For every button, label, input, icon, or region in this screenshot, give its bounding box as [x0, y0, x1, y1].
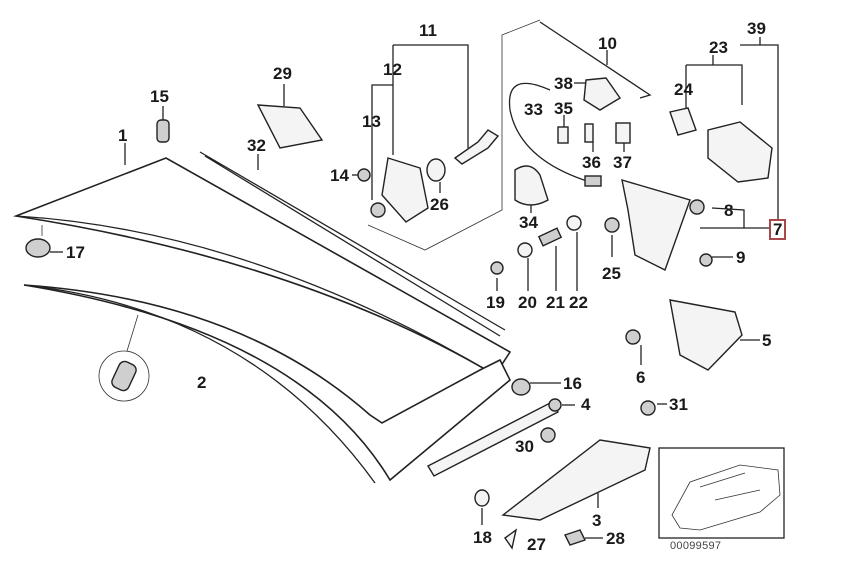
part-label-3[interactable]: 3	[592, 511, 602, 530]
clip-36-icon[interactable]	[584, 123, 594, 143]
lock-cylinder-icon[interactable]	[370, 202, 386, 218]
spacer-22-icon[interactable]	[566, 215, 582, 231]
part-label-4[interactable]: 4	[581, 395, 591, 414]
part-label-35[interactable]: 35	[554, 99, 573, 118]
latch-cover-icon[interactable]	[669, 299, 743, 371]
nut-icon[interactable]	[357, 168, 371, 182]
clip-detail-circle[interactable]	[98, 350, 150, 402]
part-label-28[interactable]: 28	[606, 529, 625, 548]
part-label-12[interactable]: 12	[383, 60, 402, 79]
part-label-26[interactable]: 26	[430, 195, 449, 214]
part-label-14[interactable]: 14	[330, 166, 349, 185]
part-label-10[interactable]: 10	[598, 34, 617, 53]
clamp-28-icon[interactable]	[564, 529, 586, 546]
part-label-27[interactable]: 27	[527, 535, 546, 554]
rod-shape[interactable]	[539, 21, 652, 99]
vehicle-thumbnail-frame[interactable]	[658, 447, 785, 539]
part-label-2[interactable]: 2	[197, 373, 207, 392]
part-label-38[interactable]: 38	[554, 74, 573, 93]
lock-latch-icon[interactable]	[621, 179, 691, 271]
bracket-icon[interactable]	[583, 77, 622, 111]
screw-25-icon[interactable]	[604, 217, 620, 233]
ring-icon[interactable]	[426, 158, 446, 182]
panel-edge	[23, 284, 376, 484]
washer-20-icon[interactable]	[517, 242, 533, 258]
part-label-18[interactable]: 18	[473, 528, 492, 547]
lock-housing-icon[interactable]	[381, 157, 429, 223]
cable-shape[interactable]	[508, 82, 591, 183]
part-label-16[interactable]: 16	[563, 374, 582, 393]
part-label-22[interactable]: 22	[569, 293, 588, 312]
torsion-bar-icon[interactable]	[427, 401, 559, 477]
clip-16-icon[interactable]	[511, 378, 531, 396]
bolt-21-icon[interactable]	[537, 227, 563, 247]
part-label-21[interactable]: 21	[546, 293, 565, 312]
part-label-36[interactable]: 36	[582, 153, 601, 172]
key-icon[interactable]	[453, 129, 500, 165]
part-label-8[interactable]: 8	[724, 201, 734, 220]
part-label-7-highlighted[interactable]: 7	[769, 219, 787, 240]
rubber-buffer-icon[interactable]	[25, 238, 51, 258]
part-label-17[interactable]: 17	[66, 243, 85, 262]
part-label-37[interactable]: 37	[613, 153, 632, 172]
clip-35-icon[interactable]	[557, 126, 569, 144]
part-label-31[interactable]: 31	[669, 395, 688, 414]
part-label-11[interactable]: 11	[419, 21, 437, 40]
clip-37-icon[interactable]	[615, 122, 631, 144]
part-label-25[interactable]: 25	[602, 264, 621, 283]
part-label-23[interactable]: 23	[709, 38, 728, 57]
bolt-9-icon[interactable]	[699, 253, 713, 267]
handle-icon[interactable]	[514, 165, 549, 206]
part-label-24[interactable]: 24	[674, 80, 693, 99]
part-label-19[interactable]: 19	[486, 293, 505, 312]
circlip-icon[interactable]	[474, 489, 490, 507]
part-label-13[interactable]: 13	[362, 112, 381, 131]
part-label-20[interactable]: 20	[518, 293, 537, 312]
buffer-icon[interactable]	[156, 119, 170, 143]
part-label-5[interactable]: 5	[762, 331, 772, 350]
part-label-15[interactable]: 15	[150, 87, 169, 106]
seal-strip-shape[interactable]	[199, 151, 506, 337]
part-label-9[interactable]: 9	[736, 248, 746, 267]
bolt-30-icon[interactable]	[540, 427, 556, 443]
reference-code: 00099597	[670, 540, 722, 552]
screw-6-icon[interactable]	[625, 329, 641, 345]
connector-icon[interactable]	[669, 107, 697, 136]
license-light-icon[interactable]	[256, 104, 324, 149]
part-label-6[interactable]: 6	[636, 368, 646, 387]
clip-27-icon[interactable]	[504, 528, 518, 550]
screw-19-icon[interactable]	[490, 261, 504, 275]
part-label-39[interactable]: 39	[747, 19, 766, 38]
part-label-29[interactable]: 29	[273, 64, 292, 83]
part-label-34[interactable]: 34	[519, 213, 538, 232]
part-label-1[interactable]: 1	[118, 126, 128, 145]
trunk-lid-edge	[15, 215, 496, 376]
trunk-lid-panel-shape[interactable]	[23, 284, 511, 482]
part-label-30[interactable]: 30	[515, 437, 534, 456]
part-label-33[interactable]: 33	[524, 100, 543, 119]
actuator-icon[interactable]	[707, 121, 773, 183]
bolt-31-icon[interactable]	[640, 400, 656, 416]
bushing-icon[interactable]	[689, 199, 705, 215]
vehicle-thumbnail-car	[671, 464, 781, 531]
hinge-icon[interactable]	[501, 439, 651, 521]
part-label-32[interactable]: 32	[247, 136, 266, 155]
